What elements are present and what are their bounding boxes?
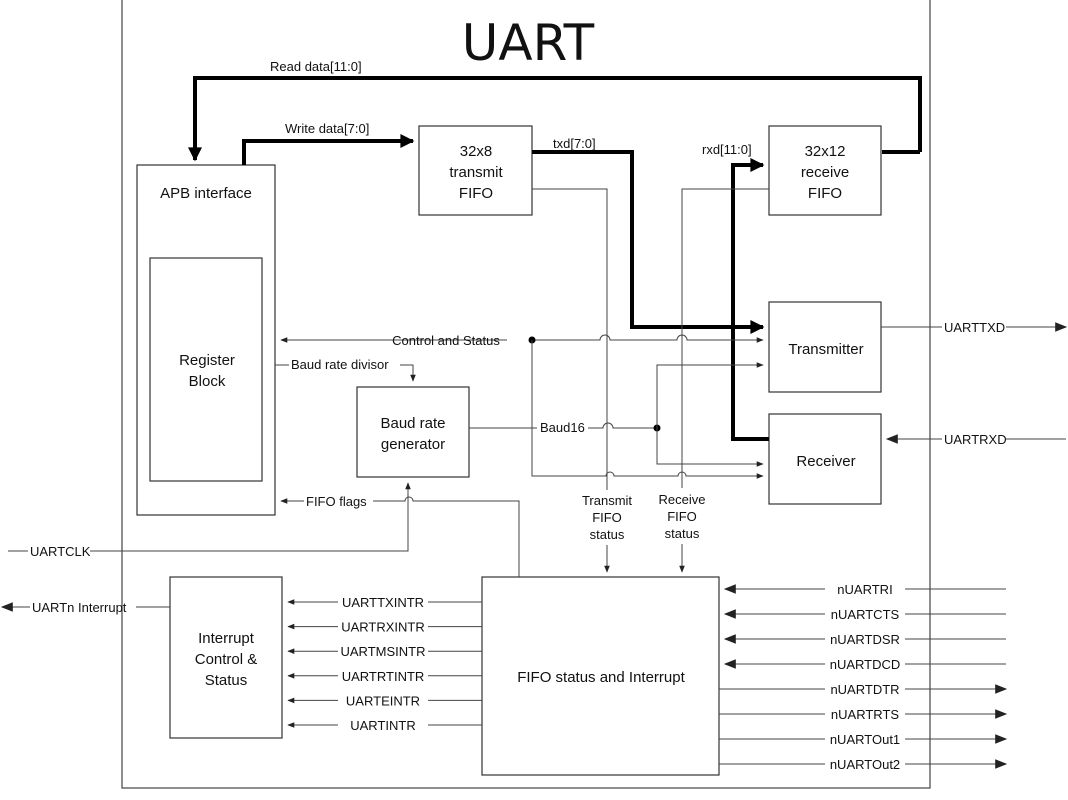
baud16-to-receiver [656,428,764,467]
register-block-label-line2: Block [189,373,226,390]
baud16-label: Baud16 [540,420,585,435]
baud-label-line2: generator [381,436,445,453]
interrupt-control-block: Interrupt Control & Status [169,576,283,739]
rx-status-label-3: status [665,526,700,541]
uartmsintr-label: UARTMSINTR [341,644,426,659]
baud-divisor-line-b [400,364,416,382]
nuartcts-label: nUARTCTS [831,607,900,622]
nuartdtr-label: nUARTDTR [830,682,899,697]
control-status-label: Control and Status [392,333,500,348]
transmitter-block: Transmitter [768,301,882,393]
fifo-flags-line-a [373,496,520,577]
uartn-interrupt-label: UARTn Interrupt [32,600,127,615]
nuartri-label: nUARTRI [837,582,892,597]
interrupt-label-line3: Status [205,672,248,689]
nuartdsr-label: nUARTDSR [830,632,900,647]
rx-fifo-label-line1: 32x12 [805,143,846,160]
txd-bus [532,150,765,334]
rxd-label: rxd[11:0] [702,142,752,157]
uarteintr-label: UARTEINTR [346,693,420,708]
receiver-block: Receiver [768,413,882,505]
baud16-to-transmitter [656,362,764,428]
uartintr-label: UARTINTR [350,718,415,733]
nuartdcd-label: nUARTDCD [830,657,901,672]
tx-fifo-label-line2: transmit [449,164,503,181]
write-data-label: Write data[7:0] [285,121,369,136]
baud-label-line1: Baud rate [380,415,445,432]
read-data-label: Read data[11:0] [270,59,362,74]
rx-status-label-1: Receive [659,492,706,507]
tx-fifo-label-line1: 32x8 [460,143,493,160]
baud16-line-b [588,422,657,429]
apb-interface-label: APB interface [160,185,252,202]
rx-fifo-status-line [681,188,769,488]
rx-fifo-label-line3: FIFO [808,185,842,202]
uart-title: UART [462,14,595,72]
fifo-status-interrupt-block: FIFO status and Interrupt [481,576,720,776]
uart-boundary [121,0,931,789]
tx-status-label-2: FIFO [592,510,622,525]
uartrxd-label: UARTRXD [944,432,1007,447]
nuartrts-label: nUARTRTS [831,707,899,722]
tx-status-label-1: Transmit [582,493,632,508]
write-data-bus [242,134,415,165]
interrupt-label-line2: Control & [195,651,258,668]
register-block: Register Block [149,257,263,482]
receiver-label: Receiver [796,453,855,470]
interrupt-label-line1: Interrupt [198,630,255,647]
txd-label: txd[7:0] [553,136,596,151]
uartrtintr-label: UARTRTINTR [342,669,425,684]
control-status-line-right [532,334,764,343]
control-status-to-receiver [531,340,764,479]
nuartout1-label: nUARTOut1 [830,732,900,747]
tx-fifo-status-line [532,188,608,490]
uartclk-line-b [90,482,411,552]
interrupt-signals: UARTTXINTR UARTRXINTR UARTMSINTR UARTRTINTR… [287,595,482,733]
rx-status-label-2: FIFO [667,509,697,524]
read-data-bus [188,76,922,162]
register-block-label-line1: Register [179,352,235,369]
tx-fifo-label-line3: FIFO [459,185,493,202]
transmit-fifo-block: 32x8 transmit FIFO [418,125,533,216]
uarttxintr-label: UARTTXINTR [342,595,424,610]
rxd-bus [731,158,769,441]
fifo-int-label: FIFO status and Interrupt [517,669,685,686]
uarttxd-label: UARTTXD [944,320,1005,335]
baud-divisor-label: Baud rate divisor [291,357,389,372]
baud-rate-generator-block: Baud rate generator [356,386,470,478]
uartclk-label: UARTCLK [30,544,91,559]
modem-signals: nUARTRI nUARTCTS nUARTDSR nUARTDCD nUARTDTR n… [719,582,1008,772]
fifo-flags-label: FIFO flags [306,494,367,509]
transmitter-label: Transmitter [788,341,863,358]
uartrxintr-label: UARTRXINTR [341,620,425,635]
nuartout2-label: nUARTOut2 [830,757,900,772]
receive-fifo-block: 32x12 receive FIFO [768,125,882,216]
rx-fifo-label-line2: receive [801,164,849,181]
tx-status-label-3: status [590,527,625,542]
